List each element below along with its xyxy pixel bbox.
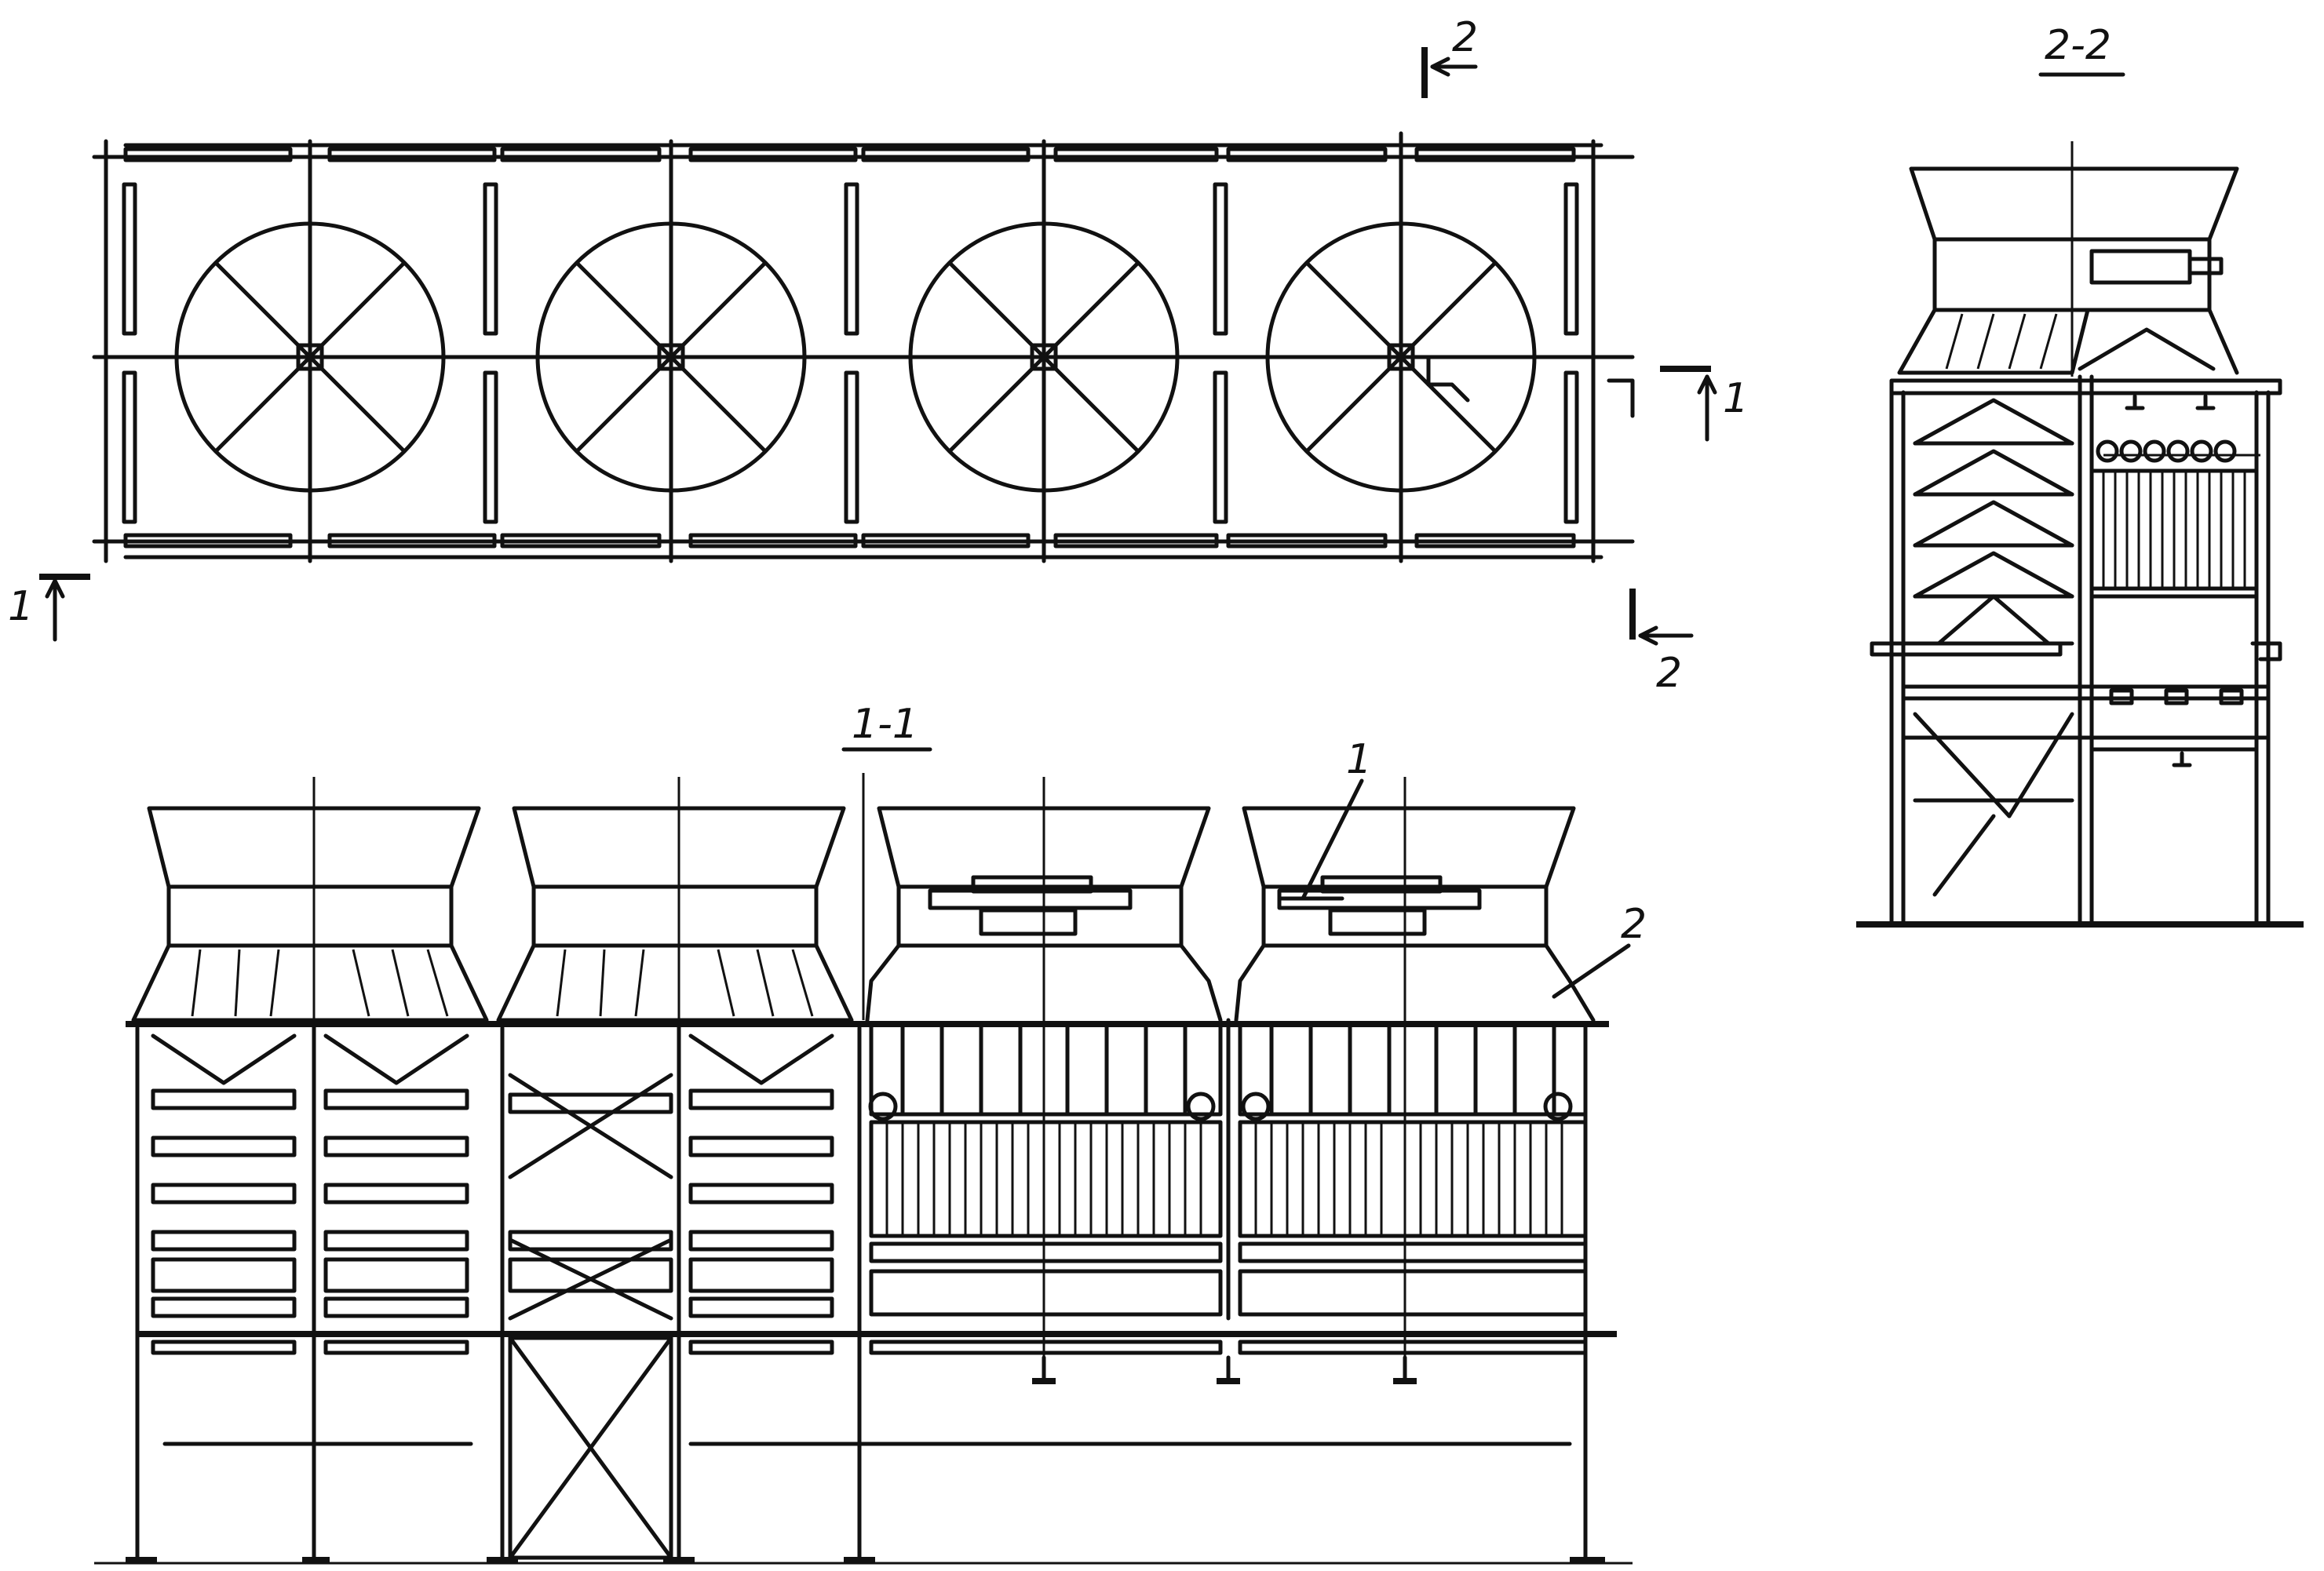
- fan-1: [174, 221, 446, 493]
- fan-4: [1265, 221, 1537, 493]
- section-label-1-left: 1: [8, 583, 34, 630]
- section-mark-1-left: 1: [8, 574, 90, 642]
- elevation-1-1: 1-1: [94, 701, 1647, 1565]
- section-label-1-right: 1: [1723, 375, 1749, 422]
- callout-1: 1: [1346, 736, 1372, 783]
- elevation-1-1-title: 1-1: [852, 701, 918, 748]
- elevation-2-2: 2-2: [1856, 22, 2304, 928]
- section-label-2-top: 2: [1452, 14, 1478, 61]
- section-mark-1-right: 1: [1660, 366, 1749, 442]
- plan-view: 1 1 2 2: [8, 14, 1749, 697]
- section-mark-2-bottom: 2: [1629, 589, 1694, 697]
- elevation-2-2-title: 2-2: [2045, 22, 2111, 69]
- section-label-2-bottom: 2: [1656, 650, 1682, 697]
- fill-right: [868, 1022, 1588, 1317]
- fan-2: [535, 221, 807, 493]
- section-mark-2-top: 2: [1421, 14, 1478, 98]
- fan-3: [908, 221, 1180, 493]
- callout-2: 2: [1621, 901, 1647, 948]
- fill-bars-left: [151, 1088, 834, 1318]
